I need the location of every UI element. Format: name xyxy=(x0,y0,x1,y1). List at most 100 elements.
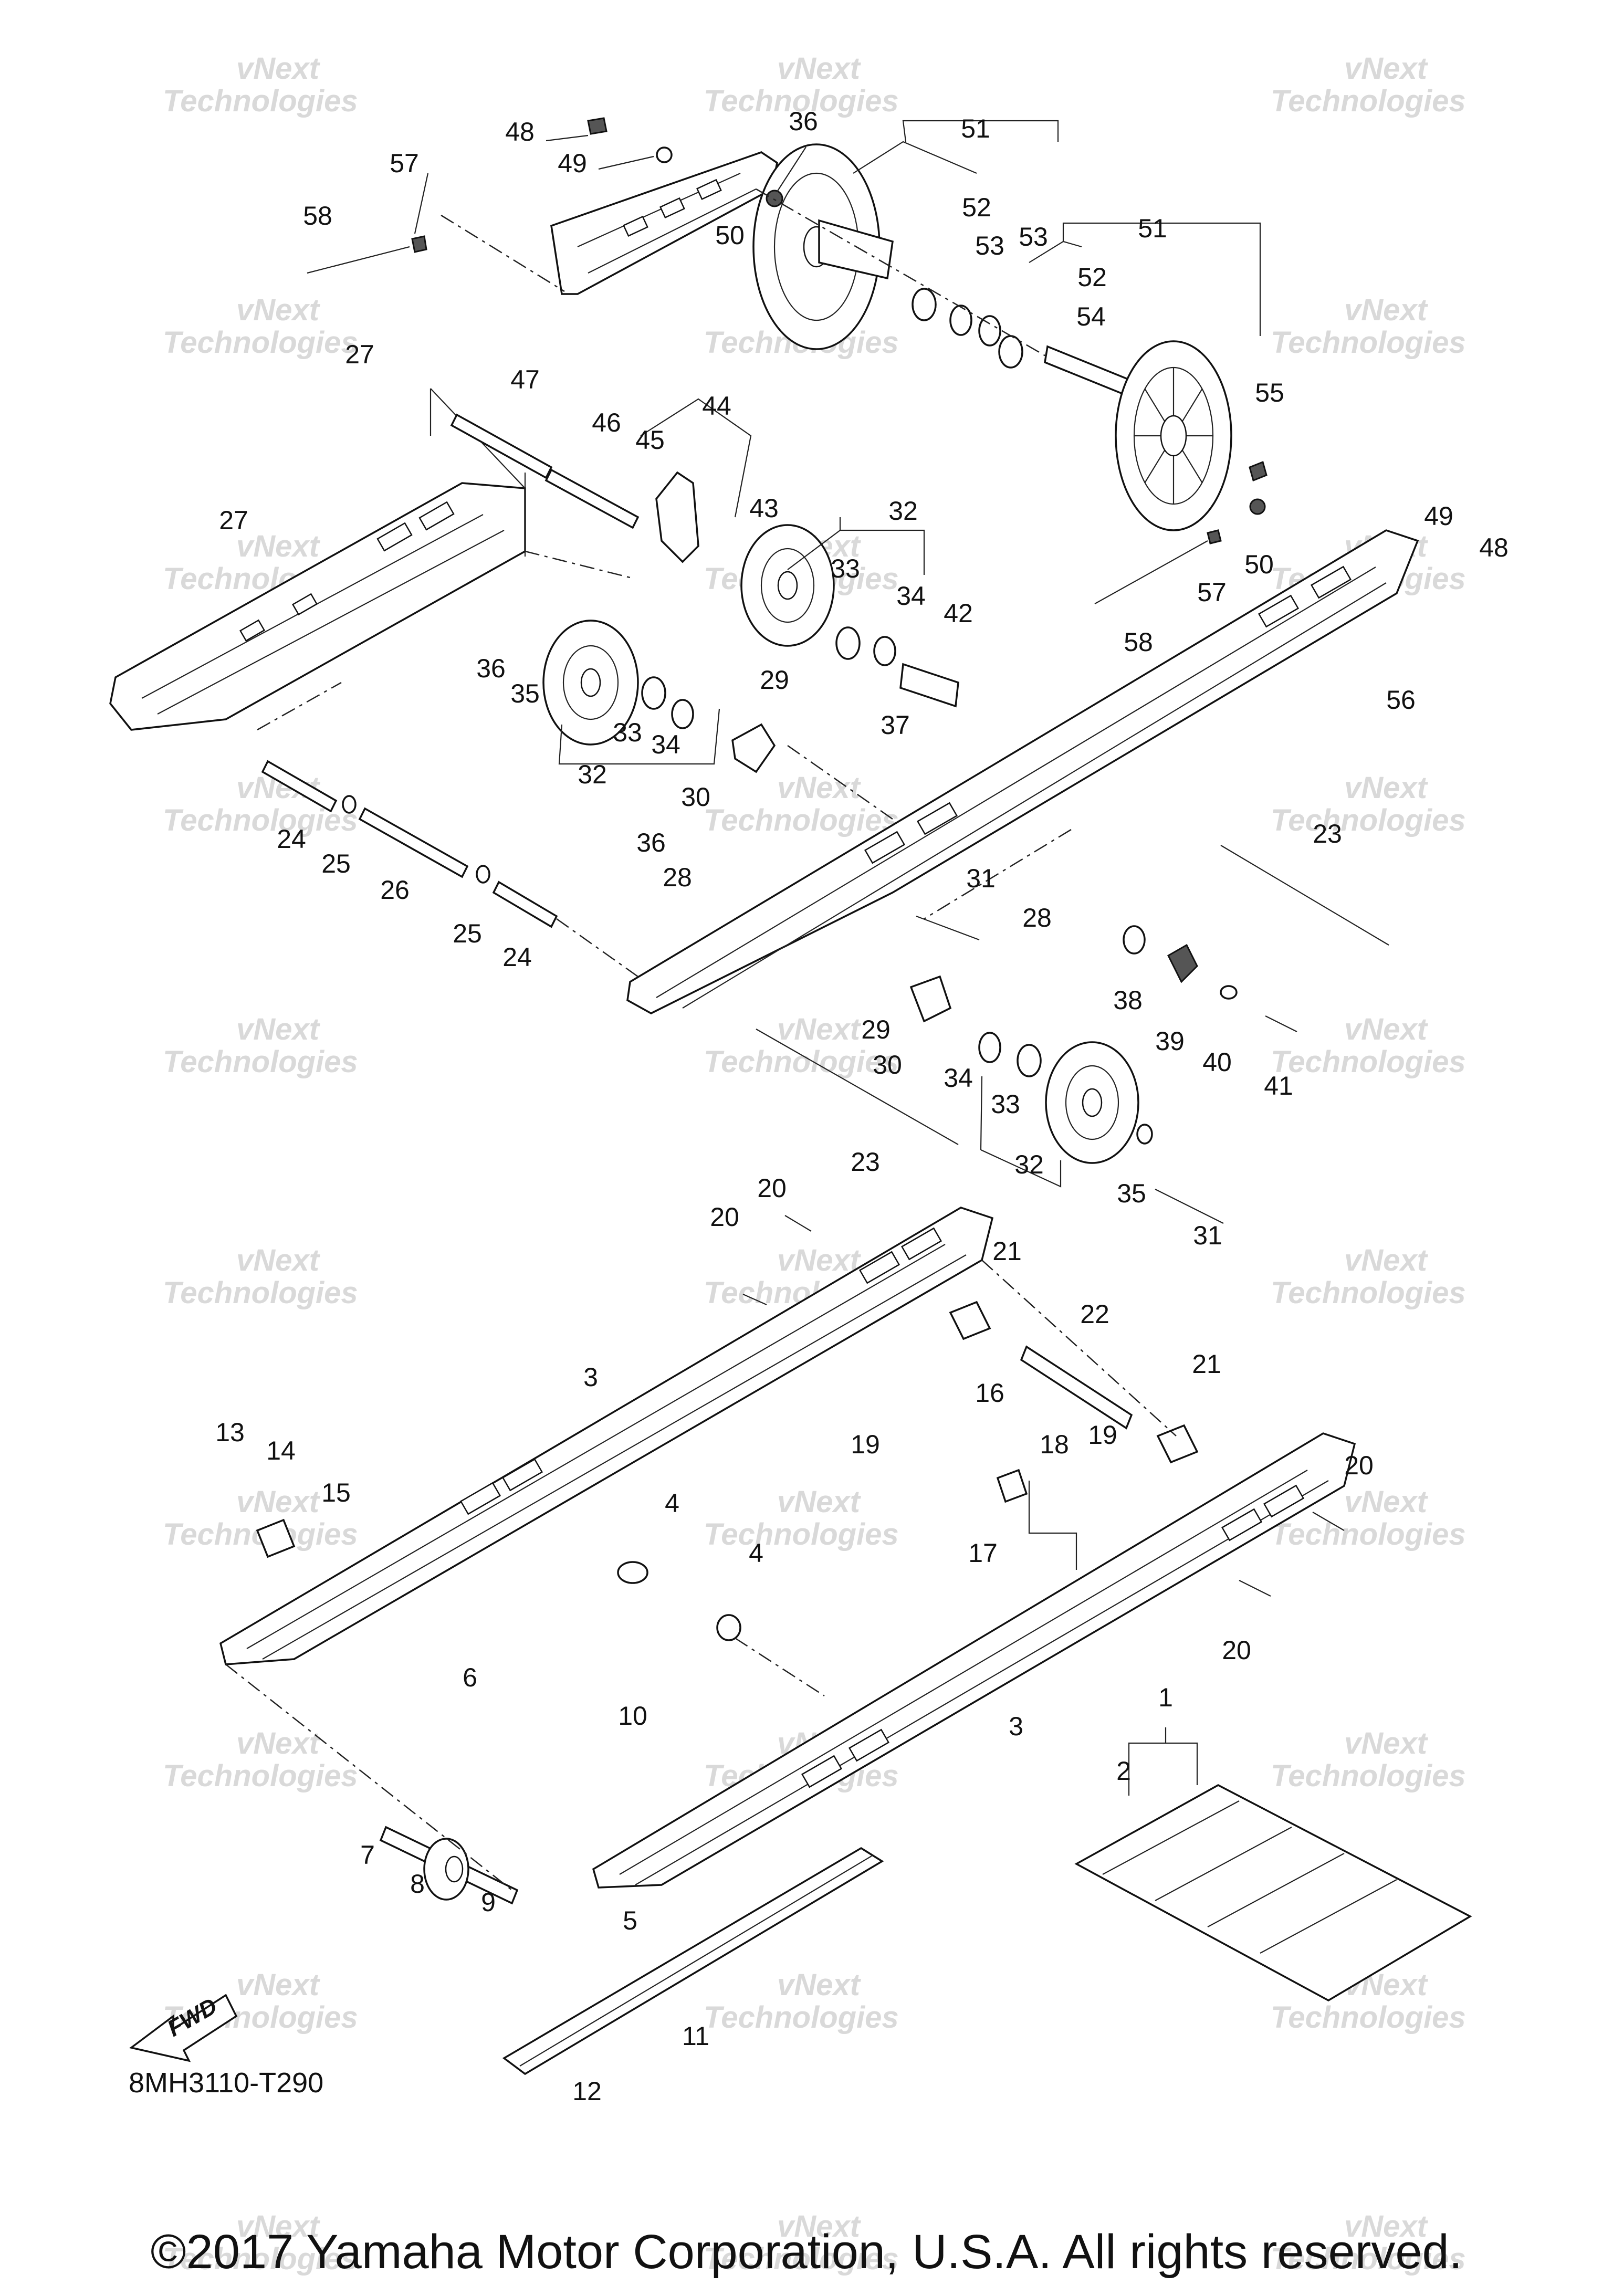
callout-36: 36 xyxy=(636,828,666,857)
watermark-line2: Technologies xyxy=(704,2242,899,2276)
callout-35: 35 xyxy=(510,679,540,708)
callout-54: 54 xyxy=(1076,302,1106,331)
upper-rail-assembly xyxy=(109,388,1419,1224)
part-id: 8MH3110-T290 xyxy=(129,2067,323,2099)
callout-25: 25 xyxy=(321,849,351,878)
drive-axle-assembly xyxy=(307,117,1268,604)
callout-33: 33 xyxy=(613,718,642,747)
callout-35: 35 xyxy=(1117,1179,1146,1208)
callout-4: 4 xyxy=(749,1538,763,1568)
callout-28: 28 xyxy=(1022,903,1052,932)
watermark-line2: Technologies xyxy=(163,1759,358,1793)
callout-11: 11 xyxy=(682,2021,709,2051)
callout-12: 12 xyxy=(572,2077,602,2106)
callout-14: 14 xyxy=(266,1436,296,1465)
callout-58: 58 xyxy=(303,201,332,230)
callout-15: 15 xyxy=(321,1478,351,1507)
callout-20: 20 xyxy=(1344,1451,1374,1480)
watermark-line1: vNext xyxy=(1344,1726,1429,1760)
callout-39: 39 xyxy=(1155,1026,1185,1056)
watermark-line1: vNext xyxy=(777,2209,862,2243)
callout-27: 27 xyxy=(345,340,374,369)
callout-56: 56 xyxy=(1386,685,1416,715)
watermark-line2: Technologies xyxy=(704,84,899,118)
watermark-line1: vNext xyxy=(1344,1485,1429,1519)
watermark-line2: Technologies xyxy=(704,1045,899,1079)
slide-rail-assembly: FWD xyxy=(129,1207,1472,2075)
watermark-line2: Technologies xyxy=(1271,1045,1466,1079)
callout-42: 42 xyxy=(944,599,973,628)
callout-16: 16 xyxy=(975,1378,1004,1408)
callout-24: 24 xyxy=(502,942,532,972)
watermark-line2: Technologies xyxy=(1271,2000,1466,2035)
callout-30: 30 xyxy=(681,782,710,812)
callout-3: 3 xyxy=(1009,1712,1023,1741)
callout-57: 57 xyxy=(1197,578,1227,607)
watermark-line2: Technologies xyxy=(1271,803,1466,837)
watermark-line1: vNext xyxy=(777,1012,862,1046)
callout-25: 25 xyxy=(453,919,482,948)
watermark-line1: vNext xyxy=(1344,293,1429,327)
watermark-line1: vNext xyxy=(236,1243,321,1277)
watermark-line1: vNext xyxy=(777,1485,862,1519)
callout-30: 30 xyxy=(873,1050,902,1079)
watermark-line1: vNext xyxy=(236,1485,321,1519)
callout-52: 52 xyxy=(1077,263,1107,292)
watermark-line1: vNext xyxy=(777,51,862,86)
watermark-line1: vNext xyxy=(1344,1012,1429,1046)
callout-29: 29 xyxy=(861,1015,891,1044)
watermark-line1: vNext xyxy=(1344,1243,1429,1277)
copyright-notice: ©2017 Yamaha Motor Corporation, U.S.A. A… xyxy=(151,2225,1462,2279)
callout-48: 48 xyxy=(505,117,535,146)
watermark-line1: vNext xyxy=(1344,51,1429,86)
watermark-line2: Technologies xyxy=(704,2000,899,2035)
watermark-line2: Technologies xyxy=(1271,1759,1466,1793)
callout-44: 44 xyxy=(702,391,731,421)
callout-23: 23 xyxy=(1313,819,1342,848)
watermark-line1: vNext xyxy=(1344,2209,1429,2243)
watermark-line1: vNext xyxy=(777,1243,862,1277)
callout-45: 45 xyxy=(635,425,665,455)
watermark-line1: vNext xyxy=(236,1726,321,1760)
callout-17: 17 xyxy=(968,1538,998,1568)
watermark-line1: vNext xyxy=(236,51,321,86)
callout-53: 53 xyxy=(1019,222,1048,251)
callout-47: 47 xyxy=(510,365,540,394)
callout-20: 20 xyxy=(1222,1635,1251,1665)
callout-28: 28 xyxy=(663,863,692,892)
callout-19: 19 xyxy=(851,1430,880,1459)
callout-34: 34 xyxy=(651,730,680,759)
watermark-line2: Technologies xyxy=(163,2242,358,2276)
callout-51: 51 xyxy=(961,114,990,143)
callout-36: 36 xyxy=(476,654,506,683)
callout-29: 29 xyxy=(760,665,789,695)
watermark-line1: vNext xyxy=(236,1968,321,2002)
callout-7: 7 xyxy=(360,1840,375,1870)
callout-32: 32 xyxy=(578,760,607,789)
callout-10: 10 xyxy=(618,1701,647,1731)
callout-18: 18 xyxy=(1040,1430,1069,1459)
watermark-line1: vNext xyxy=(236,1012,321,1046)
callout-58: 58 xyxy=(1124,627,1153,657)
callout-24: 24 xyxy=(277,824,306,854)
callout-50: 50 xyxy=(1244,550,1274,579)
watermark-line1: vNext xyxy=(777,1968,862,2002)
callout-9: 9 xyxy=(481,1888,496,1917)
callout-6: 6 xyxy=(463,1663,477,1692)
callout-8: 8 xyxy=(410,1869,425,1899)
watermark-line2: Technologies xyxy=(163,1045,358,1079)
callout-22: 22 xyxy=(1080,1299,1109,1329)
callout-41: 41 xyxy=(1264,1071,1293,1100)
callout-55: 55 xyxy=(1255,378,1284,407)
callout-26: 26 xyxy=(380,875,410,905)
watermark-line2: Technologies xyxy=(1271,1276,1466,1310)
callout-51: 51 xyxy=(1138,214,1167,243)
watermark-line2: Technologies xyxy=(163,1276,358,1310)
callout-4: 4 xyxy=(665,1488,679,1518)
callout-46: 46 xyxy=(592,408,621,437)
watermark-layer: vNextTechnologiesvNextTechnologiesvNextT… xyxy=(163,51,1466,2276)
callout-32: 32 xyxy=(1014,1150,1044,1179)
watermark-line1: vNext xyxy=(236,2209,321,2243)
